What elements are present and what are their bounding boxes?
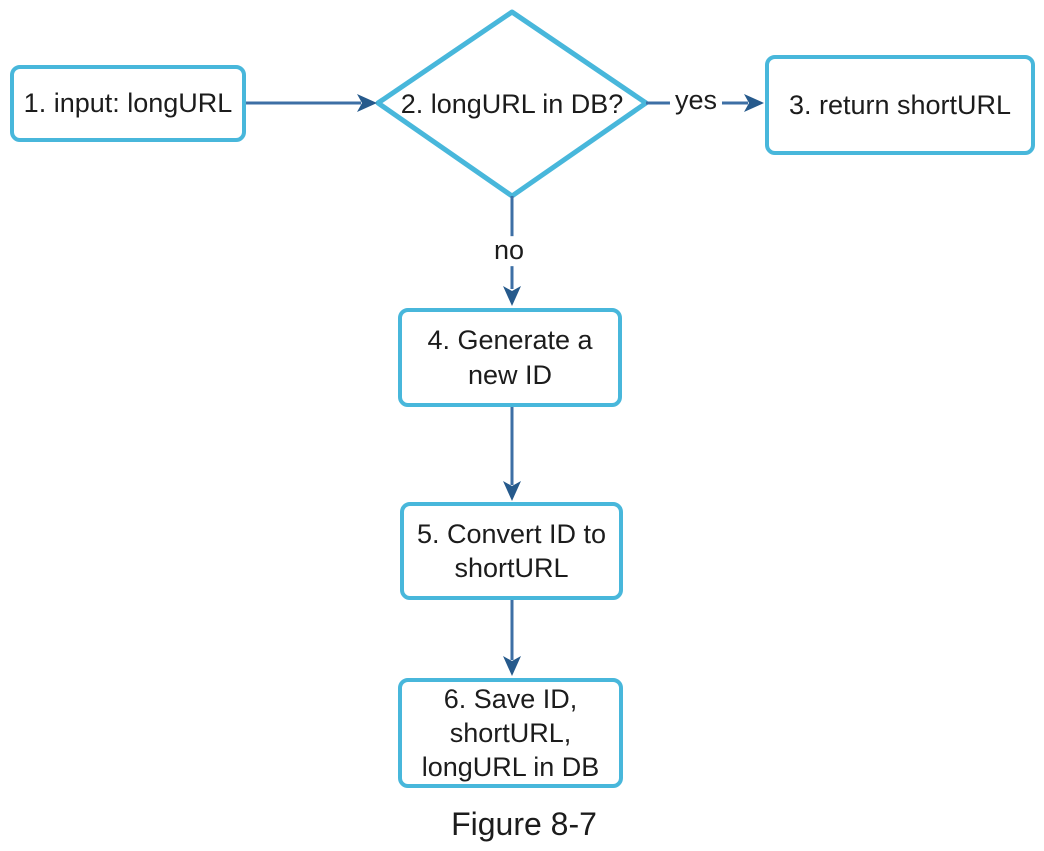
node-decision-longurl-in-db: 2. longURL in DB? xyxy=(400,88,624,119)
node-generate-new-id: 4. Generate a new ID xyxy=(398,308,622,407)
node-save-in-db: 6. Save ID, shortURL, longURL in DB xyxy=(398,678,623,788)
node-input-longurl: 1. input: longURL xyxy=(10,65,246,142)
arrowhead-generate-to-convert xyxy=(503,481,521,501)
arrowhead-decision-to-generate xyxy=(503,286,521,306)
node-return-shorturl: 3. return shortURL xyxy=(765,55,1035,155)
arrowhead-input-to-decision xyxy=(357,94,377,112)
edge-label-no: no xyxy=(488,235,530,266)
node-convert-id-to-shorturl: 5. Convert ID to shortURL xyxy=(400,502,623,600)
arrowhead-decision-to-return xyxy=(744,94,764,112)
arrowhead-convert-to-save xyxy=(503,656,521,676)
figure-caption: Figure 8-7 xyxy=(451,806,597,842)
edge-label-yes: yes xyxy=(669,85,723,116)
